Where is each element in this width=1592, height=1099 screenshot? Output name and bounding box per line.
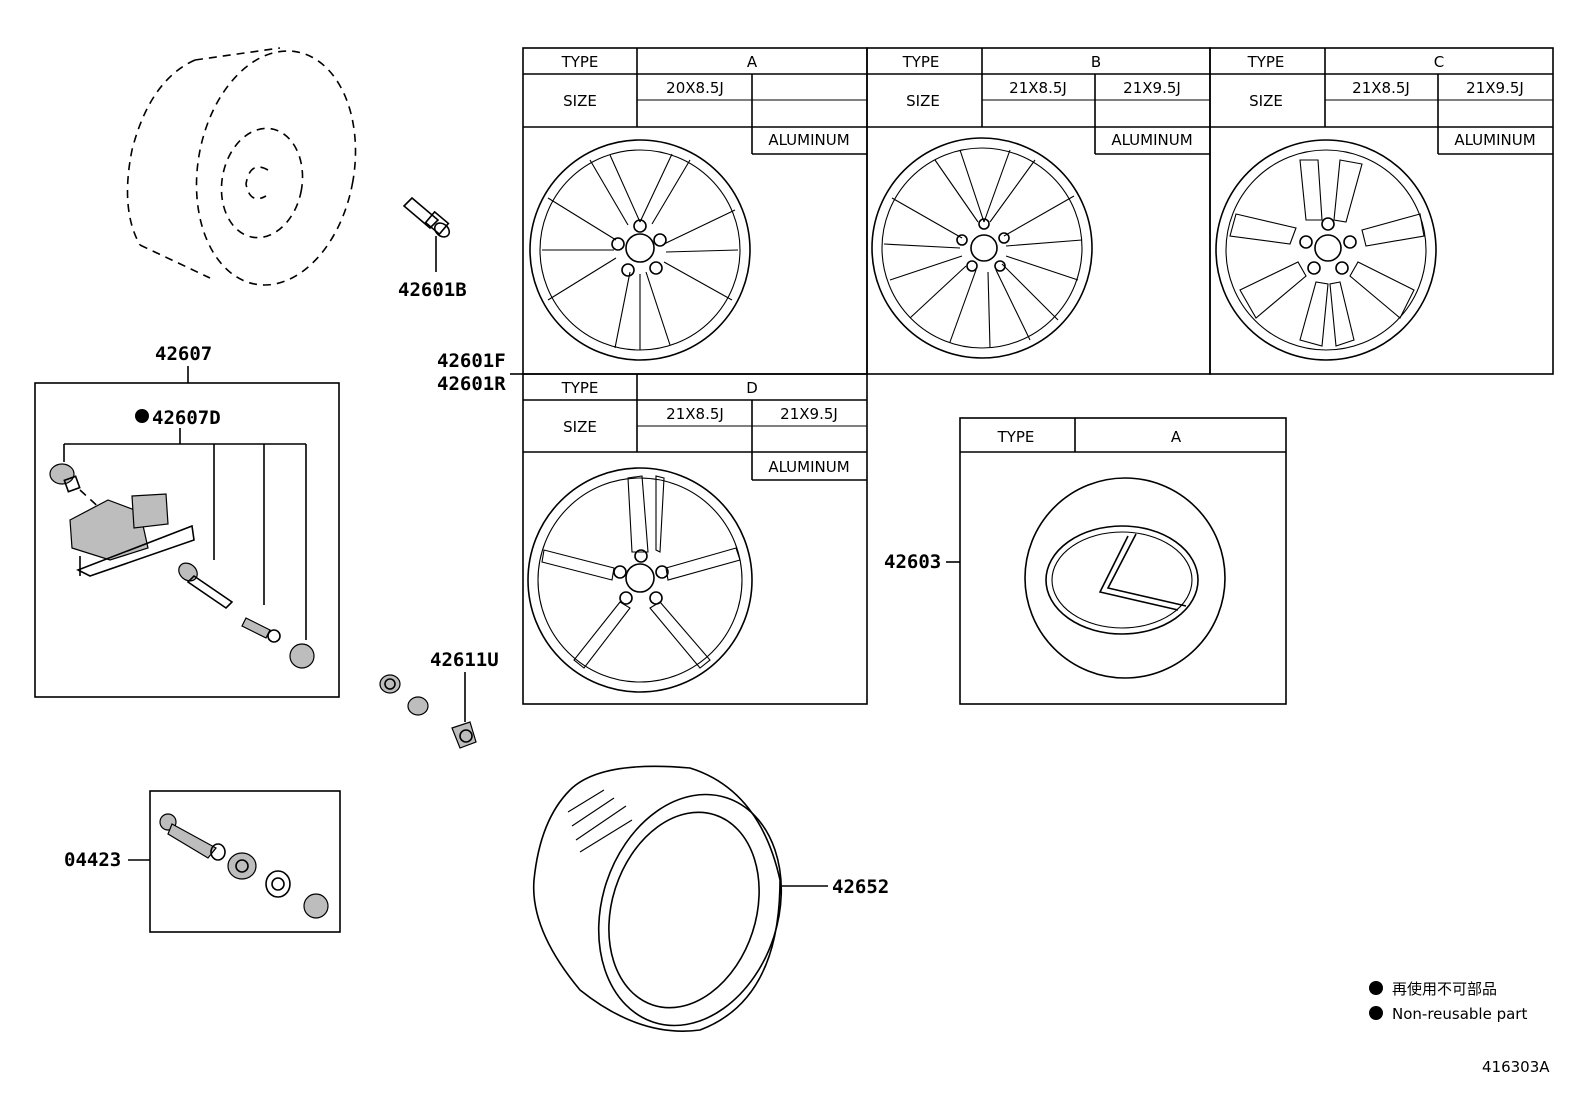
part-label-42652: 42652: [832, 876, 889, 898]
part-label-04423: 04423: [64, 849, 121, 871]
cap-type-value: A: [1171, 428, 1182, 446]
wheel-type-b-table: TYPE B SIZE 21X8.5J 21X9.5J ALUMINUM: [866, 47, 1211, 375]
type-d-size-1: 21X8.5J: [666, 405, 724, 423]
valve-repair-kit-04423[interactable]: 04423: [64, 790, 341, 933]
hub-bolt-42601B[interactable]: 42601B: [398, 196, 467, 301]
type-b-size-2: 21X9.5J: [1123, 79, 1181, 97]
type-label: TYPE: [561, 379, 599, 397]
type-c-material: ALUMINUM: [1454, 131, 1535, 149]
type-label: TYPE: [561, 53, 599, 71]
wheel-type-d-drawing[interactable]: [527, 467, 753, 693]
wheel-type-d-table: TYPE D SIZE 21X8.5J 21X9.5J ALUMINUM: [522, 373, 868, 705]
type-d-material: ALUMINUM: [768, 458, 849, 476]
type-a-material: ALUMINUM: [768, 131, 849, 149]
type-a-value: A: [747, 53, 758, 71]
type-b-material: ALUMINUM: [1111, 131, 1192, 149]
wheel-type-c-drawing[interactable]: [1215, 139, 1437, 361]
wheel-type-a-drawing[interactable]: [529, 139, 751, 361]
legend-en: Non-reusable part: [1392, 1005, 1527, 1023]
non-reusable-dot-icon: [1369, 981, 1383, 995]
size-label: SIZE: [906, 92, 940, 110]
part-label-42601B: 42601B: [398, 279, 467, 301]
non-reusable-dot-icon: [135, 409, 149, 423]
wheel-center-cap-42603[interactable]: 42603: [884, 477, 1226, 679]
part-label-42607: 42607: [155, 343, 212, 365]
type-b-size-1: 21X8.5J: [1009, 79, 1067, 97]
size-label: SIZE: [1249, 92, 1283, 110]
type-a-size-1: 20X8.5J: [666, 79, 724, 97]
part-label-42601R: 42601R: [437, 373, 506, 395]
wheel-type-b-drawing[interactable]: [871, 137, 1093, 359]
type-c-size-2: 21X9.5J: [1466, 79, 1524, 97]
type-c-size-1: 21X8.5J: [1352, 79, 1410, 97]
size-label: SIZE: [563, 92, 597, 110]
part-label-42607D: 42607D: [152, 407, 221, 429]
spare-wheel-phantom: [126, 47, 357, 286]
legend: 再使用不可部品 Non-reusable part: [1369, 980, 1527, 1023]
wheel-type-a-table: TYPE A SIZE 20X8.5J ALUMINUM: [522, 47, 868, 375]
non-reusable-dot-icon: [1369, 1006, 1383, 1020]
part-label-42611U: 42611U: [430, 649, 499, 671]
type-d-size-2: 21X9.5J: [780, 405, 838, 423]
part-label-42603: 42603: [884, 551, 941, 573]
type-label: TYPE: [1247, 53, 1285, 71]
legend-jp: 再使用不可部品: [1392, 980, 1497, 998]
type-d-value: D: [746, 379, 758, 397]
lug-nut-42611U[interactable]: 42611U: [379, 649, 499, 749]
figure-id: 416303A: [1482, 1058, 1550, 1076]
type-label: TYPE: [902, 53, 940, 71]
type-label: TYPE: [997, 428, 1035, 446]
type-b-value: B: [1091, 53, 1101, 71]
tire-42652[interactable]: 42652: [532, 765, 889, 1049]
tire-pressure-sensor-42607[interactable]: 42607 42607D: [34, 343, 340, 698]
size-label: SIZE: [563, 418, 597, 436]
part-label-42601F: 42601F: [437, 350, 506, 372]
wheel-type-c-table: TYPE C SIZE 21X8.5J 21X9.5J ALUMINUM: [1209, 47, 1554, 375]
wheel-cap-table: TYPE A: [959, 417, 1287, 705]
type-c-value: C: [1434, 53, 1444, 71]
